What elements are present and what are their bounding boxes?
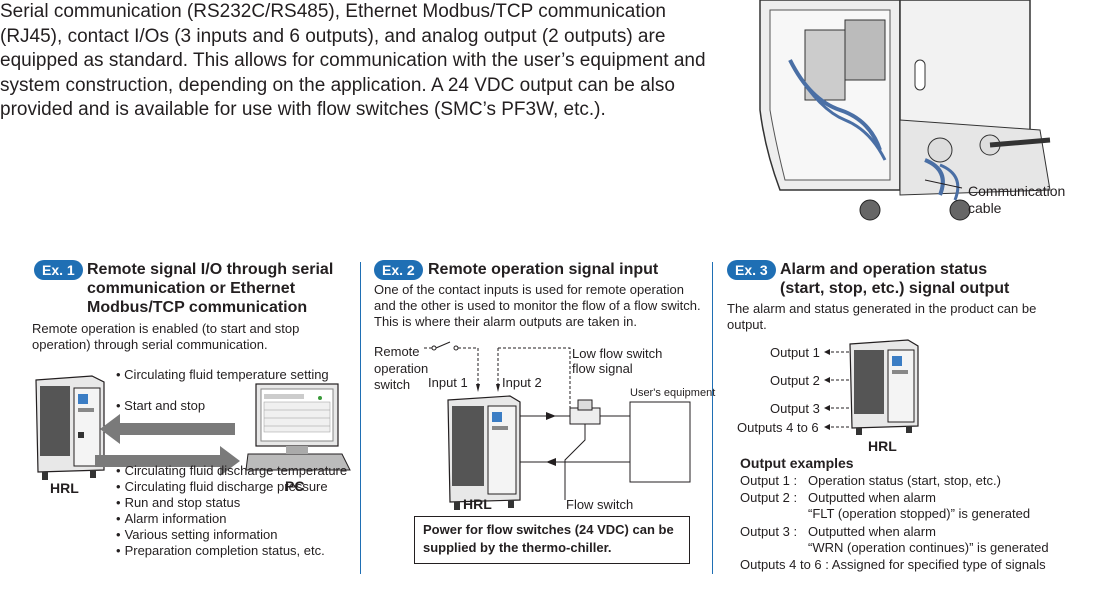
ex3-hrl-unit-icon	[849, 339, 919, 435]
ex2-hrl-label: HRL	[463, 496, 492, 512]
ex3-hrl-diagram	[824, 339, 919, 435]
ex1-output-item: Preparation completion status, etc.	[116, 543, 356, 559]
ex1-badge: Ex. 1	[34, 260, 83, 280]
ex3-ex-output2-label: Output 2 :	[740, 490, 798, 505]
ex2-title: Remote operation signal input	[428, 261, 659, 278]
ex1-input-item-1a: • Circulating fluid temperature setting	[116, 367, 329, 382]
ex1-output-item: Various setting information	[116, 527, 356, 543]
ex3-ex-output3-text2: “WRN (operation continues)” is generated	[808, 540, 1049, 555]
photo-label-line2: cable	[968, 200, 1002, 216]
ex3-ex-output3-text1: Outputted when alarm	[808, 524, 936, 539]
ex2-input1-label: Input 1	[428, 375, 468, 390]
ex3-ex-outputs46: Outputs 4 to 6 : Assigned for specified …	[740, 557, 1046, 572]
ex3-title-line2: (start, stop, etc.) signal output	[780, 280, 1010, 297]
ex1-output-list: Circulating fluid discharge temperature …	[116, 463, 356, 559]
ex3-ex-output1-label: Output 1 :	[740, 473, 798, 488]
ex3-description: The alarm and status generated in the pr…	[727, 301, 1037, 332]
ex1-output-arrow-icon	[95, 446, 240, 476]
ex1-title-line1: Remote signal I/O through serial	[87, 261, 334, 278]
ex1-input-arrow-icon	[100, 414, 235, 444]
ex2-note-box: Power for flow switches (24 VDC) can be …	[414, 516, 690, 564]
photo-label-line1: Communication	[968, 183, 1066, 199]
ex3-examples-title: Output examples	[740, 455, 854, 471]
ex2-users-equipment-label: User's equipment	[630, 387, 716, 399]
ex2-lowflow-label-2: flow signal	[572, 361, 633, 376]
ex1-output-item: Run and stop status	[116, 495, 356, 511]
ex1-pc-icon	[245, 383, 351, 471]
ex3-ex-output3-label: Output 3 :	[740, 524, 798, 539]
chiller-photo-illustration	[750, 0, 1100, 230]
ex1-description: Remote operation is enabled (to start an…	[32, 321, 300, 352]
ex1-input-item-1: Circulating fluid temperature setting	[124, 367, 329, 382]
ex2-flow-switch-label: Flow switch	[566, 497, 634, 512]
ex1-title-line3: Modbus/TCP communication	[87, 299, 308, 316]
ex3-output-label: Outputs 4 to 6	[737, 420, 819, 435]
ex2-wiring-diagram	[424, 341, 691, 510]
ex3-badge: Ex. 3	[727, 260, 776, 280]
ex1-output-item: Circulating fluid discharge temperature	[116, 463, 356, 479]
ex1-output-item: Alarm information	[116, 511, 356, 527]
ex2-description: One of the contact inputs is used for re…	[374, 282, 701, 329]
ex2-remote-label-3: switch	[374, 377, 411, 392]
ex2-hrl-unit-icon	[447, 395, 521, 510]
ex3-ex-output2-text2: “FLT (operation stopped)” is generated	[808, 506, 1031, 521]
ex3-hrl-label: HRL	[868, 438, 897, 454]
ex3-ex-output1-text: Operation status (start, stop, etc.)	[808, 473, 1001, 488]
ex2-badge: Ex. 2	[374, 260, 423, 280]
ex3-output-label: Output 2	[770, 373, 820, 388]
ex2-lowflow-label-1: Low flow switch	[572, 346, 663, 361]
section-divider-2	[712, 262, 713, 574]
ex1-title-line2: communication or Ethernet	[87, 280, 296, 297]
ex2-remote-label-2: operation	[374, 361, 429, 376]
ex3-ex-output2-text1: Outputted when alarm	[808, 490, 936, 505]
intro-paragraph: Serial communication (RS232C/RS485), Eth…	[0, 1, 706, 120]
ex3-title-line1: Alarm and operation status	[780, 261, 988, 278]
ex1-output-item: Circulating fluid discharge pressure	[116, 479, 356, 495]
ex1-hrl-label: HRL	[50, 480, 79, 496]
ex2-input2-label: Input 2	[502, 375, 542, 390]
ex2-remote-label-1: Remote	[374, 344, 420, 359]
ex3-output-label: Output 1	[770, 345, 820, 360]
ex1-input-item-2a: • Start and stop	[116, 398, 206, 413]
ex3-output-label: Output 3	[770, 401, 820, 416]
ex1-input-item-2: Start and stop	[124, 398, 206, 413]
section-divider-1	[360, 262, 361, 574]
